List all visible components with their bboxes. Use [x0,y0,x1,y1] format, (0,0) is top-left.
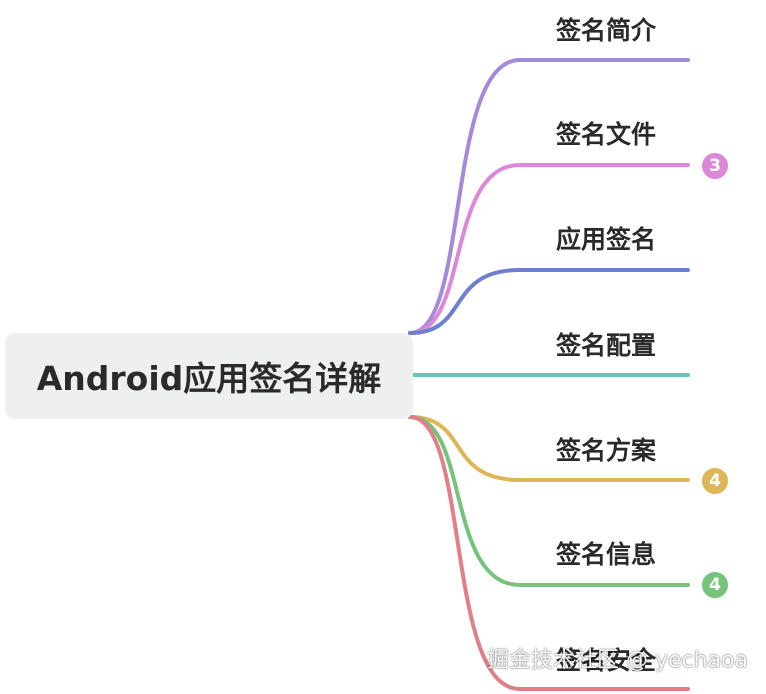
collapse-badge-info[interactable]: 4 [700,570,730,600]
root-topic-label: Android应用签名详解 [36,359,382,398]
connector-app-signing [408,268,690,335]
collapse-badge-schemes[interactable]: 4 [700,466,730,496]
collapse-badge-files[interactable]: 3 [700,151,730,181]
branch-label-config[interactable]: 签名配置 [556,331,657,360]
connector-security [408,415,690,691]
branch-label-intro[interactable]: 签名简介 [556,16,657,45]
connector-schemes [408,415,690,482]
branch-label-schemes[interactable]: 签名方案 [556,436,657,465]
watermark: 掘金技术社区 @ yechaoa [486,648,748,673]
branch-label-security[interactable]: 签名安全 [556,646,657,675]
connector-files [408,163,690,335]
branch-label-app-signing[interactable]: 应用签名 [556,225,657,254]
branch-label-files[interactable]: 签名文件 [556,120,657,149]
root-topic[interactable]: Android应用签名详解 [5,333,413,419]
connector-info [408,415,690,587]
connector-intro [408,58,690,335]
branch-label-info[interactable]: 签名信息 [556,540,657,569]
